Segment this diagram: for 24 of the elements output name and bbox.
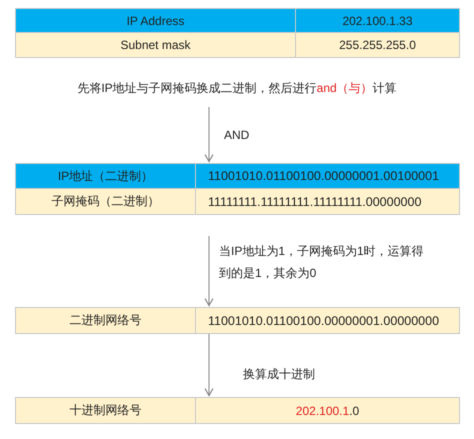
- table-cell: 11001010.01100100.00000001.00000000: [196, 308, 459, 333]
- table: [15, 307, 460, 334]
- table-cell: 子网掩码（二进制）: [16, 189, 196, 214]
- arrow: [204, 236, 214, 306]
- table-cell: IP地址（二进制）: [16, 164, 196, 189]
- highlighted-text: and（与）: [316, 81, 373, 95]
- highlighted-number: 202.100.1: [296, 404, 350, 418]
- table-cell: 11001010.01100100.00000001.00100001: [196, 164, 459, 189]
- table-cell: 202.100.1.33: [296, 9, 459, 33]
- arrow: [204, 106, 214, 162]
- table-cell: 十进制网络号: [16, 398, 196, 423]
- table: [15, 163, 460, 215]
- table-cell: [196, 398, 459, 423]
- caption-text: 计算: [372, 81, 397, 95]
- number-text: .0: [349, 404, 360, 418]
- table-cell: 二进制网络号: [16, 308, 196, 333]
- table-cell: IP Address: [16, 9, 296, 33]
- table: [15, 397, 460, 424]
- caption-text: 先将IP地址与子网掩码换成二进制，然后进行: [77, 81, 317, 95]
- table-cell: 255.255.255.0: [296, 33, 459, 57]
- table-cell: 11111111.11111111.11111111.00000000: [196, 189, 459, 214]
- table-cell: Subnet mask: [16, 33, 296, 57]
- table: [15, 8, 460, 58]
- arrow: [204, 334, 214, 396]
